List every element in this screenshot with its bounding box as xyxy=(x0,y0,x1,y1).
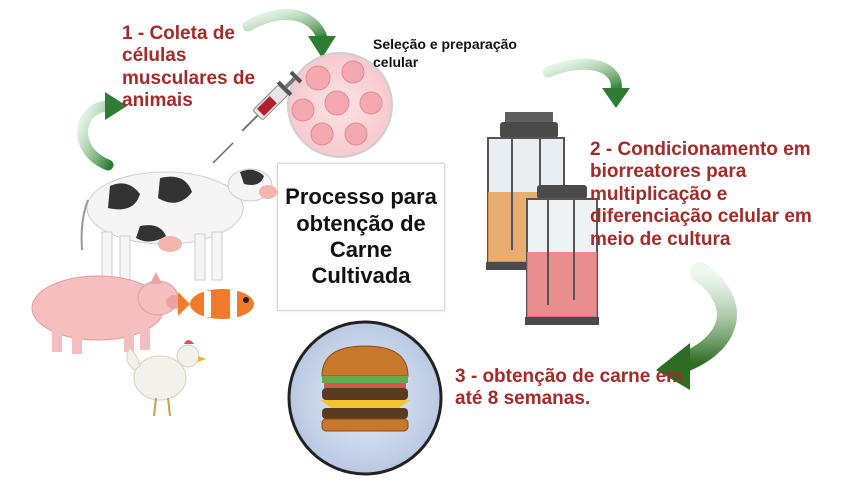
petri-dish-icon xyxy=(287,52,393,158)
pig-icon xyxy=(31,272,182,354)
needle-icon xyxy=(212,142,234,164)
center-title-box: Processo para obtenção de Carne Cultivad… xyxy=(277,163,445,311)
syringe-icon xyxy=(241,70,303,132)
page-title: Processo para obtenção de Carne Cultivad… xyxy=(285,184,437,289)
step-3-label: 3 - obtenção de carne em até 8 semanas. xyxy=(455,366,684,410)
curved-green-arrow-icon xyxy=(656,262,737,390)
curved-green-arrow-icon xyxy=(242,9,336,58)
selection-label: Seleção e preparação celular xyxy=(373,36,517,70)
fish-icon xyxy=(178,289,254,319)
cow-icon xyxy=(80,168,277,281)
bioreactor-icon xyxy=(525,185,599,325)
step-1-label: 1 - Coleta de células musculares de anim… xyxy=(122,23,256,112)
step-2-label: 2 - Condicionamento em biorreatores para… xyxy=(590,139,812,250)
curved-green-arrow-icon xyxy=(77,92,127,171)
curved-green-arrow-icon xyxy=(542,58,630,108)
burger-icon xyxy=(287,320,443,476)
chicken-icon xyxy=(126,340,206,417)
